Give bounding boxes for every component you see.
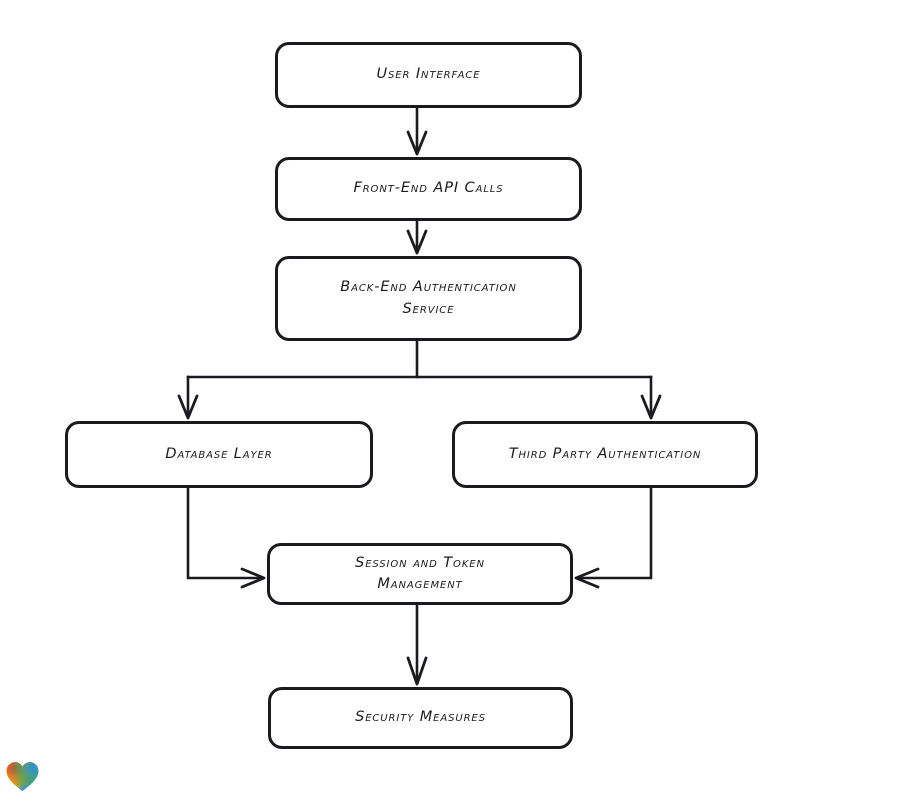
node-session-token-management[interactable]: Session and Token Management (267, 543, 573, 605)
node-session-token-management-label: Session and Token Management (355, 554, 485, 592)
edge-backend-split-trunk (186, 339, 653, 379)
edge-session-to-security (406, 603, 428, 686)
node-backend-auth-service[interactable]: Back-End Authentication Service (275, 256, 582, 341)
edge-user-interface-to-frontend (406, 106, 428, 156)
node-user-interface[interactable]: User Interface (275, 42, 582, 108)
node-user-interface-label: User Interface (376, 66, 481, 83)
edge-backend-to-database (177, 375, 199, 420)
node-database-layer-label: Database Layer (165, 445, 273, 462)
node-third-party-auth[interactable]: Third Party Authentication (452, 421, 758, 488)
node-frontend-api-calls-label: Front-End API Calls (353, 180, 504, 197)
edge-database-to-session (186, 486, 266, 589)
edge-backend-to-third-party (640, 375, 662, 420)
node-security-measures[interactable]: Security Measures (268, 687, 573, 749)
node-security-measures-label: Security Measures (355, 709, 486, 726)
node-frontend-api-calls[interactable]: Front-End API Calls (275, 157, 582, 221)
edge-frontend-to-backend (406, 219, 428, 255)
node-third-party-auth-label: Third Party Authentication (508, 445, 702, 462)
node-database-layer[interactable]: Database Layer (65, 421, 373, 488)
edge-third-party-to-session (574, 486, 653, 589)
node-backend-auth-service-label: Back-End Authentication Service (340, 279, 517, 317)
heart-icon (6, 762, 39, 791)
